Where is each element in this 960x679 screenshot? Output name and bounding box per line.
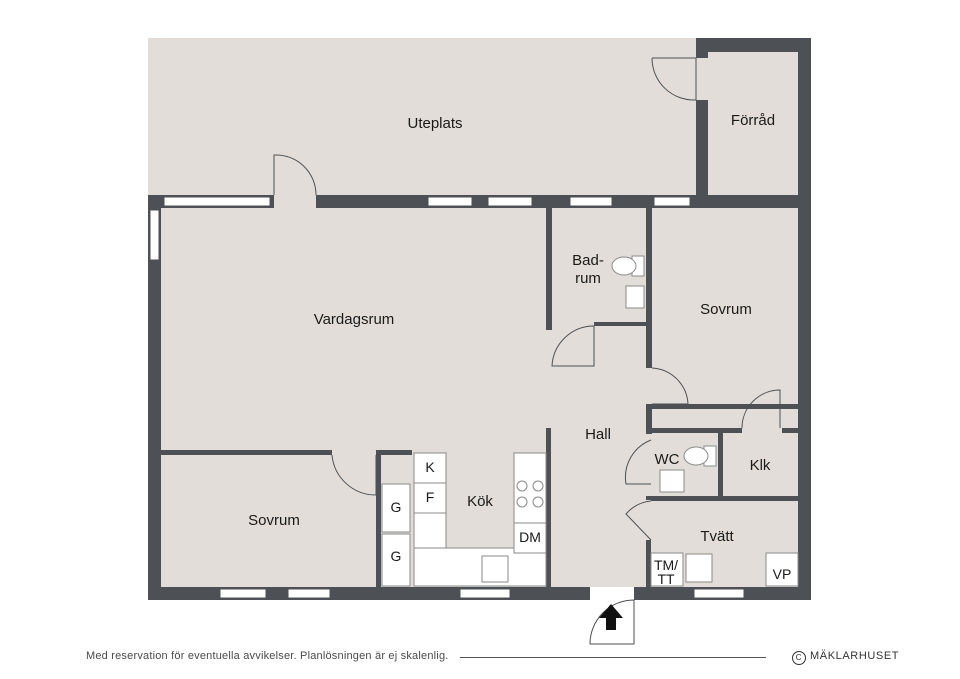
doors (273, 57, 782, 645)
disclaimer-text: Med reservation för eventuella avvikelse… (86, 650, 449, 662)
appliance-label-dm: DM (519, 529, 541, 545)
room-label-badrum-1: Bad- (572, 252, 604, 269)
room-label-tvatt: Tvätt (700, 528, 734, 545)
entrance-arrow-icon (599, 604, 623, 630)
uteplats-floor (148, 38, 696, 196)
sink-icons (481, 469, 713, 583)
room-label-forrad: Förråd (731, 112, 775, 129)
toilet-icons (611, 255, 717, 467)
room-label-uteplats: Uteplats (407, 115, 462, 132)
room-label-klk: Klk (750, 457, 771, 474)
appliance-label-vp: VP (773, 566, 792, 582)
room-label-wc: WC (655, 451, 680, 468)
interior-floor (160, 207, 798, 594)
appliance-label-f: F (426, 489, 435, 505)
room-label-hall: Hall (585, 426, 611, 443)
appliance-label-g2: G (391, 548, 402, 564)
footer-divider (460, 657, 766, 658)
appliance-label-tm-1: TM/ (654, 557, 678, 573)
stove-icon (516, 480, 544, 508)
forrad-floor (708, 52, 798, 204)
laundry-boxes (650, 552, 799, 587)
appliance-label-k: K (425, 459, 435, 475)
copyright-icon: C (792, 651, 806, 665)
room-label-kok: Kök (467, 493, 493, 510)
brand-mark: C MÄKLARHUSET (792, 650, 899, 665)
appliance-label-g1: G (391, 499, 402, 515)
room-label-badrum-2: rum (575, 270, 601, 287)
room-label-vardagsrum: Vardagsrum (314, 311, 395, 328)
room-label-sovrum-right: Sovrum (700, 301, 752, 318)
kitchen-fixtures (381, 452, 547, 587)
windows (149, 196, 745, 599)
appliance-label-tm-2: TT (657, 571, 675, 587)
floor-areas (148, 38, 798, 594)
brand-name: MÄKLARHUSET (810, 650, 900, 662)
room-label-sovrum-left: Sovrum (248, 512, 300, 529)
